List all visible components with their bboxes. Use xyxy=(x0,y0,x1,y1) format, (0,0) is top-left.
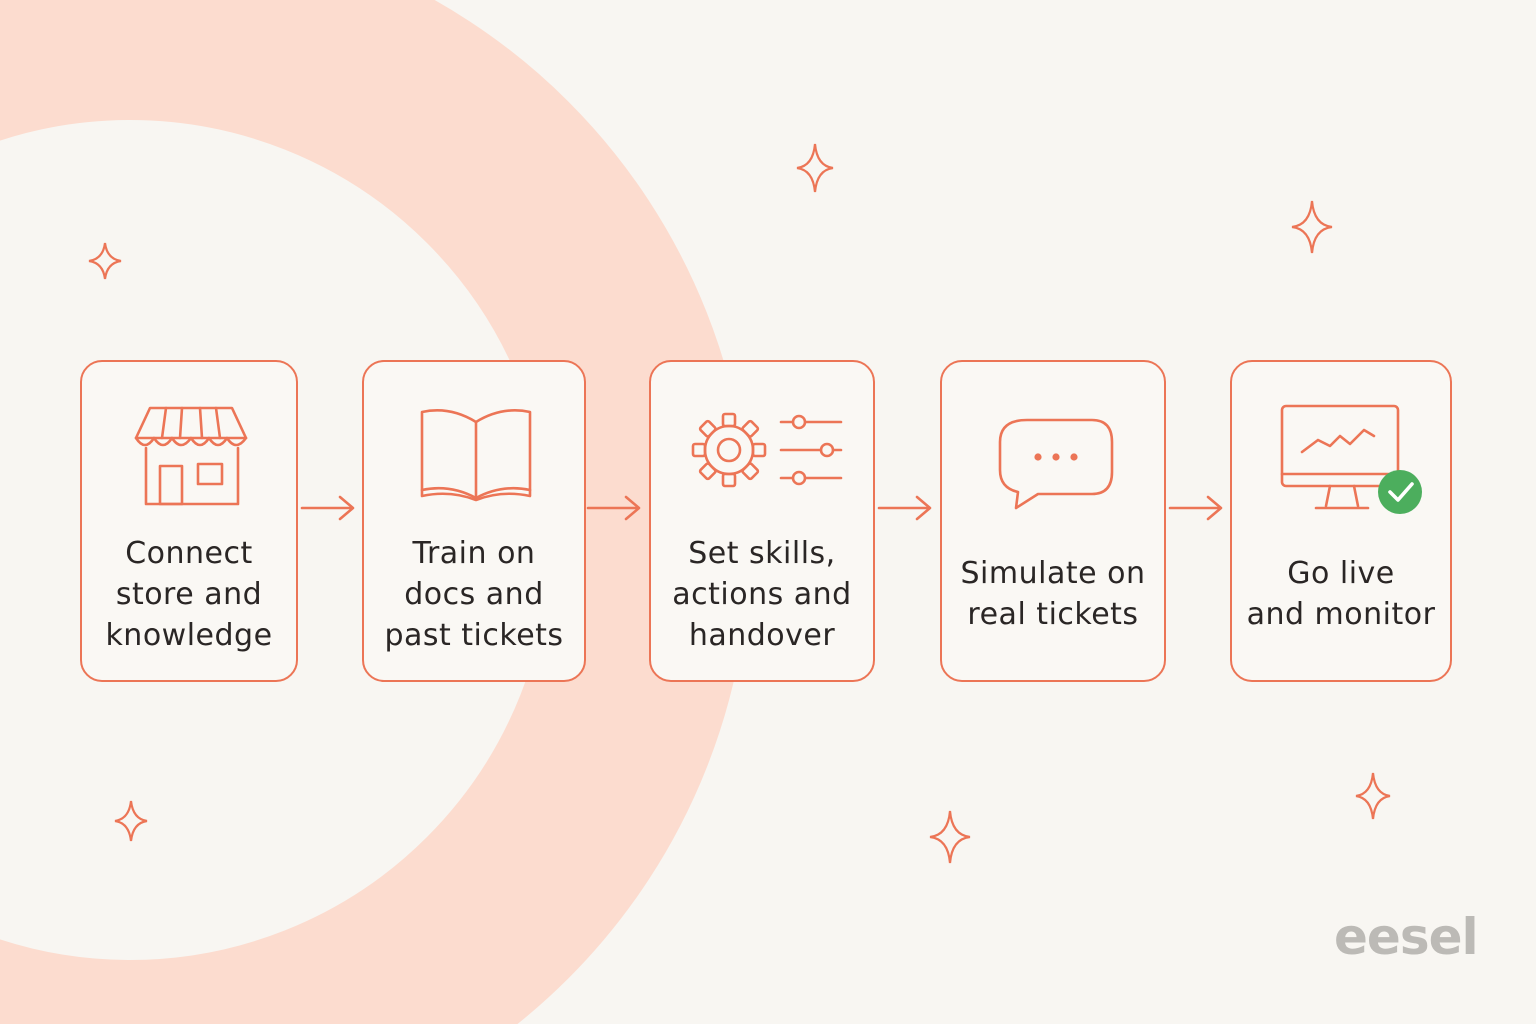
eesel-logo: eesel xyxy=(1334,908,1479,966)
monitor-check-icon xyxy=(1280,404,1422,514)
arrow-right-icon xyxy=(300,495,355,521)
step-label: Set skills, actions and handover xyxy=(672,535,852,653)
step-label: Simulate on real tickets xyxy=(960,556,1146,632)
step-simulate: Simulate on real tickets xyxy=(940,360,1166,682)
step-label: Go live and monitor xyxy=(1246,556,1436,632)
sparkle-icon xyxy=(1291,200,1333,254)
chat-bubble-icon xyxy=(998,418,1114,510)
arrow-right-icon xyxy=(877,495,932,521)
gear-sliders-icon xyxy=(691,412,843,488)
storefront-icon xyxy=(134,406,248,506)
step-go-live: Go live and monitor xyxy=(1230,360,1452,682)
step-set-skills: Set skills, actions and handover xyxy=(649,360,875,682)
step-train-on-docs: Train on docs and past tickets xyxy=(362,360,586,682)
open-book-icon xyxy=(420,409,532,502)
step-label: Connect store and knowledge xyxy=(105,535,273,653)
sparkle-icon xyxy=(114,800,148,842)
arrow-right-icon xyxy=(1168,495,1223,521)
sparkle-icon xyxy=(88,242,122,280)
step-label: Train on docs and past tickets xyxy=(384,535,564,653)
arrow-right-icon xyxy=(586,495,641,521)
sparkle-icon xyxy=(796,143,834,193)
sparkle-icon xyxy=(929,810,971,864)
step-connect-store: Connect store and knowledge xyxy=(80,360,298,682)
sparkle-icon xyxy=(1355,772,1391,820)
